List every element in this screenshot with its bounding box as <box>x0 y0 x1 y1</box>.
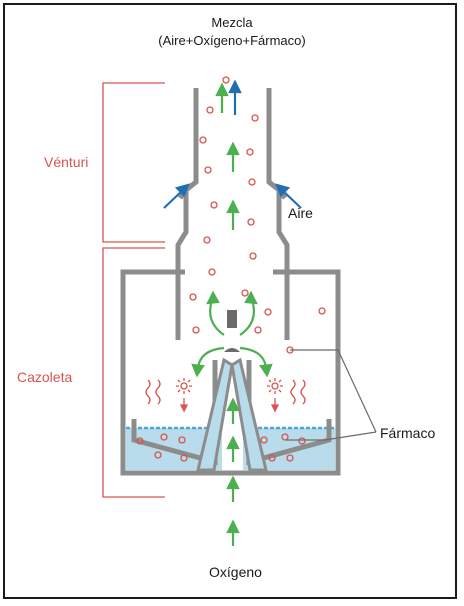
label-farmaco: Fármaco <box>380 425 436 441</box>
venturi-bracket <box>102 82 165 243</box>
oxygen-flow-arrows <box>191 82 273 546</box>
drug-particles <box>136 76 326 462</box>
label-venturi: Vénturi <box>44 154 89 170</box>
heat-wave-icons <box>145 378 306 413</box>
title-composition: (Aire+Oxígeno+Fármaco) <box>158 33 306 48</box>
cup-outer-wall <box>120 269 341 476</box>
air-inlet-arrows <box>163 79 302 209</box>
label-aire: Aire <box>288 205 313 221</box>
figure-frame <box>3 3 457 599</box>
label-oxigeno: Oxígeno <box>209 564 262 580</box>
label-cazoleta: Cazoleta <box>17 369 73 385</box>
cazoleta-bracket <box>102 247 165 498</box>
farmaco-leader-lines <box>286 349 377 441</box>
title-mezcla: Mezcla <box>211 15 253 30</box>
oxygen-nozzle <box>196 310 268 472</box>
